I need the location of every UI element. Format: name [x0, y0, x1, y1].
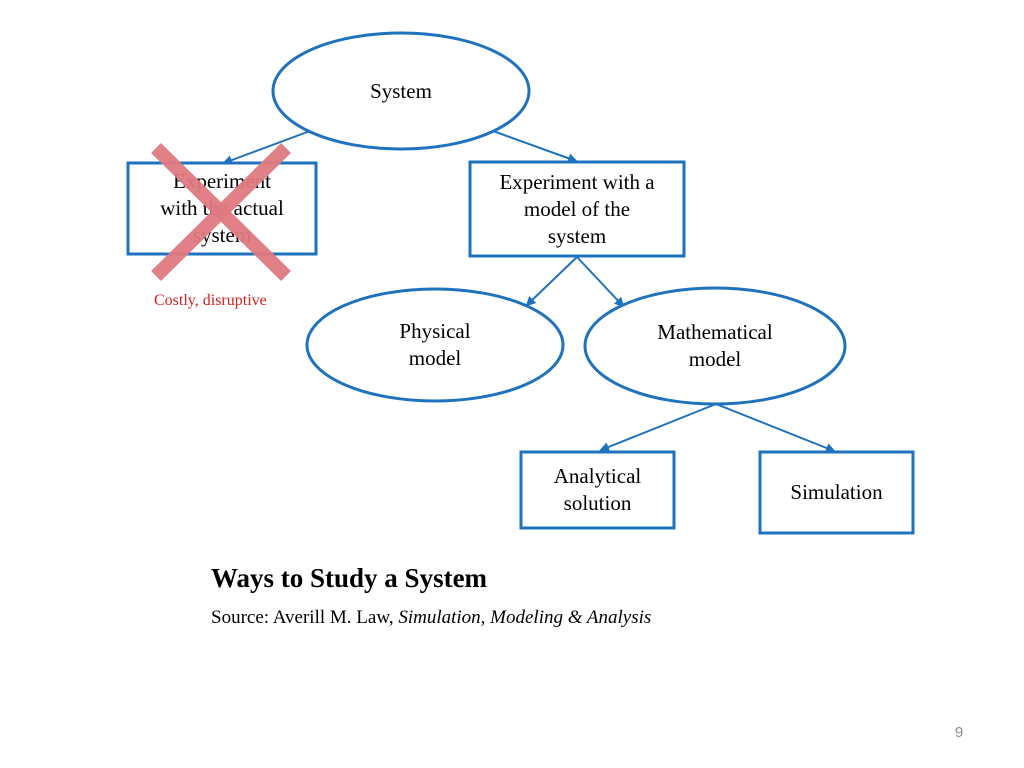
- mathematical-model-label: Mathematical model: [657, 320, 773, 371]
- simulation-label: Simulation: [790, 480, 883, 504]
- system-node: [271, 31, 531, 151]
- experiment-actual-node: [126, 161, 318, 256]
- analytical-solution-label: Analytical solution: [553, 464, 642, 515]
- caption-title: Ways to Study a System: [211, 563, 488, 593]
- arrow-experiment-model-to-mathematical: [576, 256, 625, 308]
- analytical-solution-node: [519, 450, 676, 530]
- caption-source: Source: Averill M. Law, Simulation, Mode…: [211, 607, 651, 629]
- mathematical-model-node: [583, 286, 847, 406]
- rejected-note: Costly, disruptive: [154, 292, 267, 309]
- arrow-experiment-model-to-physical: [525, 256, 578, 307]
- arrow-mathematical-to-analytical: [599, 403, 717, 452]
- caption-source-book: Simulation, Modeling & Analysis: [398, 607, 652, 628]
- physical-model-label: Physical model: [399, 319, 471, 370]
- arrow-mathematical-to-simulation: [715, 403, 836, 453]
- experiment-model-label: Experiment with a model of the system: [499, 169, 655, 248]
- page-number: 9: [954, 724, 964, 741]
- arrow-system-to-experiment-model: [492, 130, 578, 163]
- simulation-node: [758, 450, 915, 535]
- rejected-cross-icon: [151, 143, 291, 281]
- physical-model-node: [305, 287, 565, 403]
- experiment-model-node: [468, 160, 686, 258]
- arrow-system-to-experiment-actual: [222, 130, 311, 165]
- system-label: System: [370, 78, 432, 103]
- caption-source-prefix: Source: Averill M. Law,: [211, 607, 399, 628]
